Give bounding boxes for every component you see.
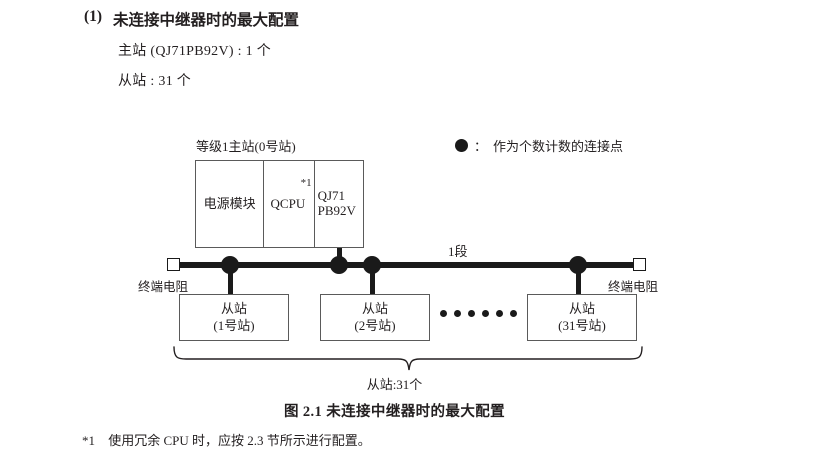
- slave-group-label: 从站:31个: [366, 377, 423, 392]
- page-title: 未连接中继器时的最大配置: [113, 12, 300, 29]
- slave-station-box: 从站 (2号站): [320, 294, 430, 341]
- network-module-line2: PB92V: [317, 203, 356, 218]
- legend: ： 作为个数计数的连接点: [455, 136, 623, 155]
- slave-group-brace: [168, 346, 648, 377]
- legend-label: 作为个数计数的连接点: [493, 139, 624, 154]
- connection-node-dot: [569, 256, 587, 274]
- slave-station-title: 从站: [568, 301, 595, 317]
- connection-node-dot: [221, 256, 239, 274]
- footnote: *1 使用冗余 CPU 时，应按 2.3 节所示进行配置。: [82, 430, 371, 449]
- network-module-label: QJ71 PB92V: [315, 189, 363, 218]
- slave-station-number: (1号站): [213, 317, 255, 333]
- network-trunk-line: [173, 262, 645, 268]
- heading-number: (1): [84, 8, 103, 25]
- connection-node-stub: [576, 268, 581, 296]
- slave-station-number: (2号站): [354, 317, 396, 333]
- terminator-left-icon: [167, 258, 180, 271]
- terminator-left-label: 终端电阻: [138, 280, 189, 294]
- cpu-footnote-marker: *1: [300, 177, 312, 189]
- connection-node-dot: [363, 256, 381, 274]
- slave-station-number: (31号站): [558, 317, 606, 333]
- slave-station-title: 从站: [220, 301, 247, 317]
- ellipsis-dots-icon: [440, 310, 517, 317]
- network-module-slot: QJ71 PB92V: [315, 161, 363, 247]
- slave-station-title: 从站: [361, 301, 388, 317]
- slave-station-box: 从站 (1号站): [179, 294, 289, 341]
- legend-separator: ：: [474, 139, 488, 154]
- master-station-rack: 电源模块 QCPU *1 QJ71 PB92V: [195, 160, 364, 248]
- power-module-label: 电源模块: [203, 195, 256, 211]
- master-count-line: 主站 (QJ71PB92V) : 1 个: [118, 44, 272, 59]
- slave-count-line: 从站 : 31 个: [118, 74, 192, 89]
- terminator-right-label: 终端电阻: [608, 280, 659, 294]
- connection-node-stub: [228, 268, 233, 296]
- filled-circle-icon: [455, 139, 468, 152]
- connection-node-stub: [370, 268, 375, 296]
- cpu-module-slot: QCPU *1: [263, 161, 315, 247]
- figure-caption: 图 2.1 未连接中继器时的最大配置: [283, 404, 506, 420]
- connection-node-dot: [330, 256, 348, 274]
- segment-label: 1段: [448, 244, 468, 259]
- footnote-marker: *1: [82, 433, 95, 448]
- terminator-right-icon: [633, 258, 646, 271]
- slave-station-box: 从站 (31号站): [527, 294, 637, 341]
- cpu-module-label: QCPU: [270, 195, 306, 211]
- network-module-line1: QJ71: [317, 188, 346, 204]
- power-module-slot: 电源模块: [196, 161, 263, 247]
- footnote-text: 使用冗余 CPU 时，应按 2.3 节所示进行配置。: [108, 433, 371, 448]
- master-station-label: 等级1主站(0号站): [196, 139, 296, 154]
